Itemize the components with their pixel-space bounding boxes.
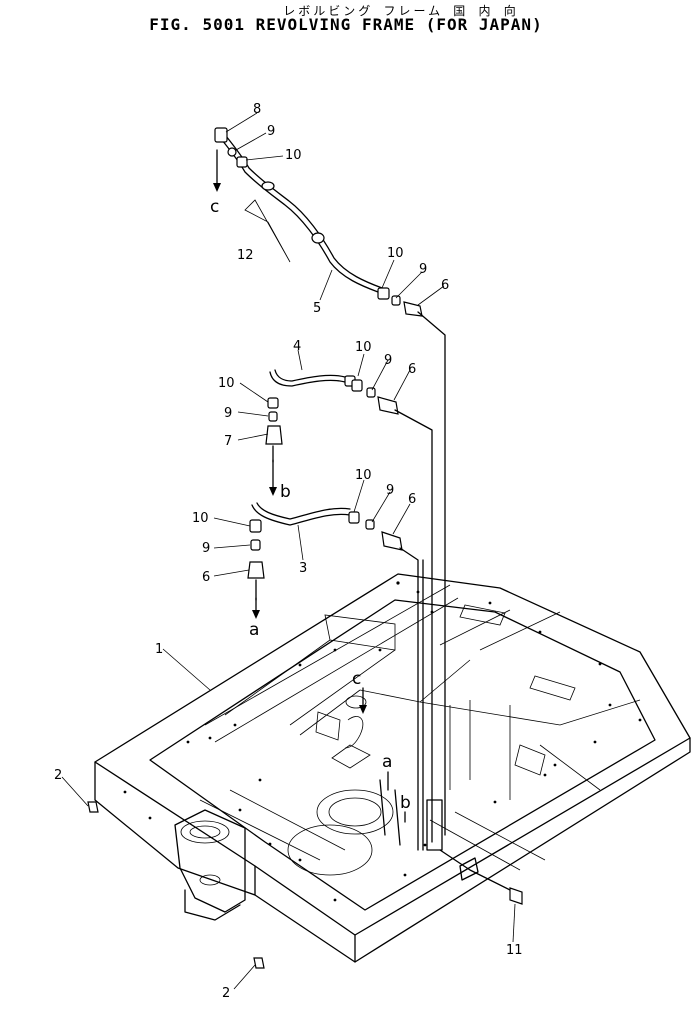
callout-c: c: [210, 197, 219, 217]
callout-1: 1: [155, 642, 163, 657]
bolt-2-upper: [87, 801, 99, 813]
callout-b: b: [280, 482, 291, 502]
callout-6: 6: [202, 570, 210, 585]
callout-10: 10: [355, 340, 372, 355]
callout-2: 2: [54, 768, 62, 783]
o-ring-9: [227, 147, 237, 157]
callout-9: 9: [419, 262, 427, 277]
callout-6: 6: [408, 362, 416, 377]
hose-lines: [379, 311, 523, 905]
pipe-4-assembly: [265, 369, 399, 463]
callout-labels: 8 9 10 c 12 5 10 9 6 4 10 9 6 10 9 7 b 1…: [54, 102, 523, 1001]
callout-a: a: [382, 752, 392, 772]
part-11: [509, 887, 523, 905]
callout-c: c: [352, 669, 361, 689]
callout-5: 5: [313, 301, 321, 316]
callout-9: 9: [384, 353, 392, 368]
callout-6: 6: [441, 278, 449, 293]
nut-10: [236, 156, 248, 168]
callout-2: 2: [222, 986, 230, 1001]
callout-11: 11: [506, 943, 523, 958]
diagram-title: FIG. 5001 REVOLVING FRAME (FOR JAPAN): [149, 15, 543, 34]
callout-10: 10: [285, 148, 302, 163]
callout-9: 9: [224, 406, 232, 421]
callout-b: b: [400, 793, 411, 813]
pipe-3-assembly: [247, 502, 403, 601]
leader-lines: [61, 112, 516, 990]
pipe-5-assembly: [214, 127, 423, 317]
callout-9: 9: [267, 124, 275, 139]
callout-10: 10: [192, 511, 209, 526]
callout-4: 4: [293, 339, 301, 354]
callout-9: 9: [202, 541, 210, 556]
callout-10: 10: [387, 246, 404, 261]
callout-8: 8: [253, 102, 261, 117]
callout-10: 10: [218, 376, 235, 391]
revolving-frame: [94, 573, 691, 963]
callout-7: 7: [224, 434, 232, 449]
reference-arrows: [213, 149, 406, 823]
callout-10: 10: [355, 468, 372, 483]
bolt-2-lower: [253, 957, 265, 969]
callout-12: 12: [237, 248, 254, 263]
callout-3: 3: [299, 561, 307, 576]
diagram-title-japanese: レボルビング フレーム 国 内 向: [283, 4, 519, 18]
callout-a: a: [249, 620, 259, 640]
callout-6: 6: [408, 492, 416, 507]
callout-9: 9: [386, 483, 394, 498]
fitting-8: [214, 127, 228, 143]
